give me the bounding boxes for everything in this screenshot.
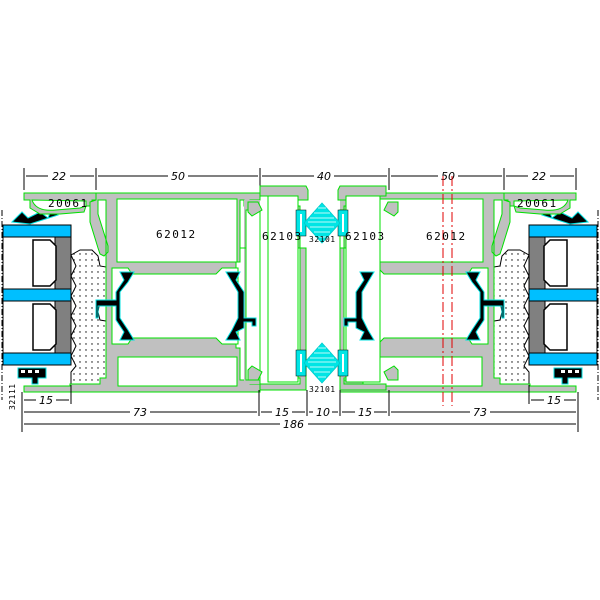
dim-top-22-right: 22 xyxy=(532,170,546,183)
axis-lines xyxy=(442,176,453,406)
part-label-sash-right: 62012 xyxy=(426,230,467,243)
part-label-glazing-gasket: 32111 xyxy=(8,383,17,410)
dim-top-22-left: 22 xyxy=(52,170,66,183)
dim-bottom-15-center-right: 15 xyxy=(358,406,372,419)
thermal-break-right xyxy=(343,271,505,341)
glass-spacer-bottom-right xyxy=(528,352,598,366)
glass-spacer-top-left xyxy=(2,224,72,238)
part-label-bead-right: 20061 xyxy=(517,197,558,210)
dim-overall-186: 186 xyxy=(283,418,304,431)
glass-spacer-bottom-left xyxy=(2,352,72,366)
part-label-interlock-right: 62103 xyxy=(345,230,386,243)
dim-top-50-left: 50 xyxy=(171,170,185,183)
part-label-gasket-top: 32101 xyxy=(309,235,336,244)
part-label-bead-left: 20061 xyxy=(48,197,89,210)
part-label-interlock-left: 62103 xyxy=(262,230,303,243)
dim-bottom-73-right: 73 xyxy=(473,406,487,419)
glass-spacer-mid-left xyxy=(2,288,72,302)
dim-top-40: 40 xyxy=(317,170,331,183)
part-label-sash-left: 62012 xyxy=(156,228,197,241)
bottom-dimension-chain xyxy=(21,385,579,432)
glass-spacer-mid-right xyxy=(528,288,598,302)
left-interlock-profile xyxy=(247,185,309,391)
glass-spacer-top-right xyxy=(528,224,598,238)
center-gasket-bottom xyxy=(295,342,349,384)
dim-bottom-15-center-left: 15 xyxy=(275,406,289,419)
left-sash-profile xyxy=(23,192,261,393)
right-glazing-unit xyxy=(528,207,599,400)
part-label-gasket-bottom: 32101 xyxy=(309,385,336,394)
dim-bottom-15-left: 15 xyxy=(39,394,53,407)
thermal-break-left xyxy=(95,271,257,341)
left-glazing-unit xyxy=(1,207,72,400)
dim-bottom-15-right: 15 xyxy=(547,394,561,407)
dim-bottom-10: 10 xyxy=(316,406,330,419)
dim-bottom-73-left: 73 xyxy=(133,406,147,419)
center-gasket-top xyxy=(295,202,349,244)
top-dimension-chain xyxy=(23,168,577,190)
